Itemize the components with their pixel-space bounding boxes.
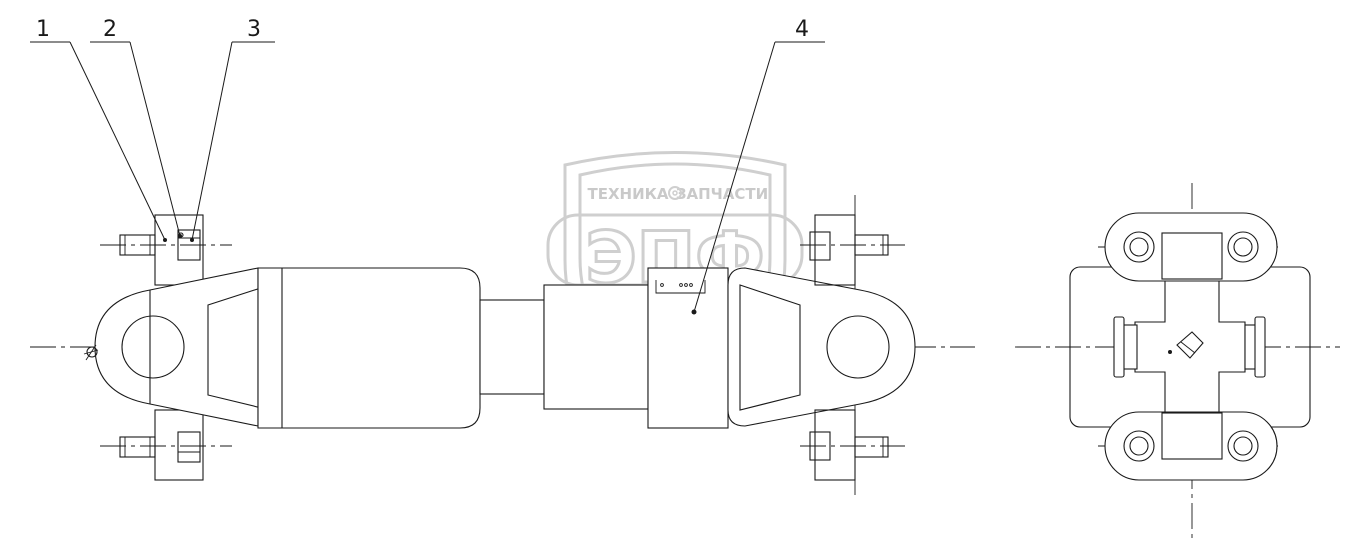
callout-3-label: 3 — [247, 17, 261, 42]
left-bottom-bolt-nut — [177, 431, 201, 463]
callout-4-label: 4 — [795, 17, 809, 42]
right-bottom-bearing-cap — [814, 409, 856, 481]
callout-2-label: 2 — [103, 17, 117, 42]
left-yoke-body — [94, 267, 259, 427]
left-yoke-bore — [121, 315, 185, 379]
right-yoke-neck-window — [739, 284, 801, 411]
callout-1-label: 1 — [36, 17, 50, 42]
left-bottom-bearing-cap — [154, 409, 204, 481]
slip-yoke-collar — [647, 267, 729, 429]
callout-3-leader — [191, 41, 233, 241]
watermark-top-text-right: ЗАПЧАСТИ — [676, 185, 768, 203]
left-top-bolt-nut — [177, 229, 201, 261]
end-view-right-cup — [1254, 316, 1266, 378]
right-yoke-assembly — [727, 214, 916, 481]
end-view-top-strap — [1104, 212, 1278, 282]
left-grease-nipple-icon — [83, 344, 99, 361]
end-view-bottom-left-bolt — [1129, 436, 1149, 456]
right-yoke-bore — [826, 315, 890, 379]
shaft-spline-section — [479, 299, 545, 395]
end-view-top-left-bolt — [1129, 237, 1149, 257]
left-yoke-assembly — [83, 214, 271, 481]
left-top-bearing-cap — [154, 214, 204, 286]
right-top-bearing-cap — [814, 214, 856, 286]
right-top-bolt-head — [854, 234, 889, 256]
end-view-bottom-cap — [1161, 412, 1223, 460]
slip-yoke-sleeve — [543, 284, 649, 410]
end-view-left-cup — [1113, 316, 1125, 378]
end-view-top-cap — [1161, 232, 1223, 280]
left-tube — [257, 267, 481, 429]
end-view-top-right-bolt — [1233, 237, 1253, 257]
watermark-top-text: ТЕХНИКА — [587, 185, 668, 203]
end-view-bottom-right-bolt — [1233, 436, 1253, 456]
gear-icon — [668, 186, 682, 200]
right-top-bolt-nut — [809, 231, 831, 261]
callout-1-leader — [69, 41, 166, 241]
callout-2-leader — [129, 41, 181, 237]
right-bottom-bolt-head — [854, 436, 889, 458]
callouts: 1 2 3 4 — [30, 17, 825, 313]
shaft-tube — [257, 267, 729, 429]
right-yoke-body — [727, 267, 916, 427]
end-view-left-trunnion — [1122, 324, 1138, 370]
end-view-bottom-strap — [1104, 411, 1278, 481]
right-bottom-bolt-nut — [809, 431, 831, 461]
end-view-grease-fitting-icon — [1168, 331, 1204, 359]
callout-4-leader — [693, 41, 776, 313]
end-view — [1069, 212, 1311, 481]
